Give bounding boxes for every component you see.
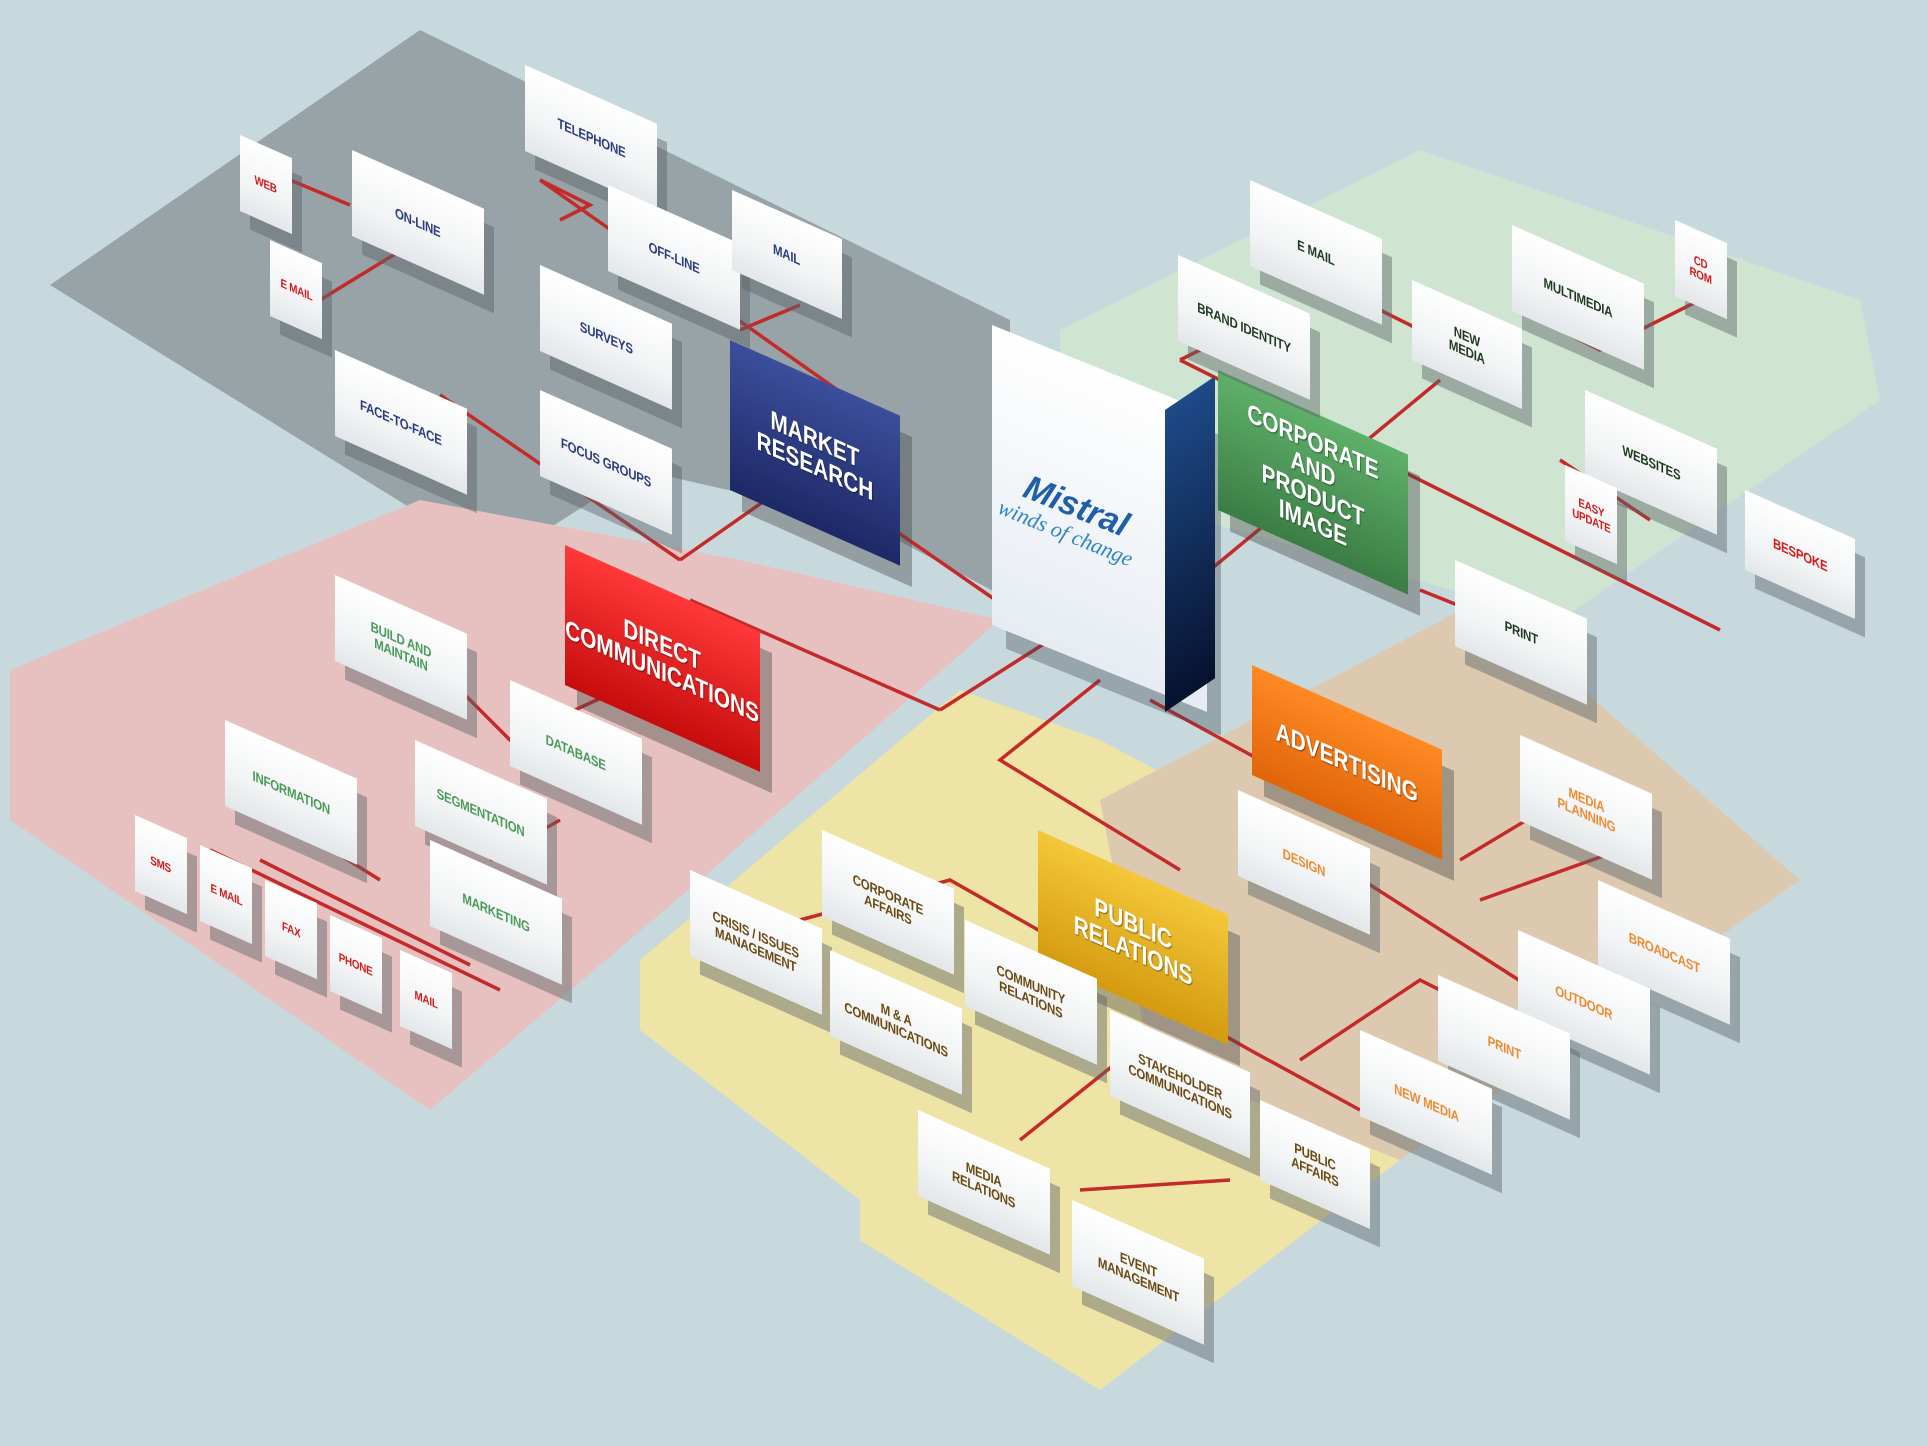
connector-ad-broadcast — [1479, 848, 1621, 902]
connector-mr-telephone — [539, 178, 594, 222]
card-label: ON-LINE — [395, 203, 441, 241]
card-label: INFORMATION — [252, 766, 330, 818]
card-label: EVENT MANAGEMENT — [1097, 1248, 1179, 1306]
connector-pr-stake — [1018, 1058, 1122, 1142]
card-label: CD ROM — [1689, 252, 1713, 288]
card-label: MULTIMEDIA — [1543, 273, 1613, 321]
card-label: WEBSITES — [1622, 440, 1680, 483]
card-label: BROADCAST — [1628, 928, 1700, 976]
card-label: MEDIA PLANNING — [1557, 783, 1615, 836]
card-label: PUBLIC AFFAIRS — [1291, 1139, 1339, 1191]
card-label: NEW MEDIA — [1393, 1079, 1459, 1125]
connector-dc-hub — [939, 638, 1051, 712]
card-label: MARKETING — [462, 888, 530, 935]
card-label: CRISIS / ISSUES MANAGEMENT — [712, 907, 800, 976]
advertising-title: ADVERTISING — [1275, 715, 1419, 809]
connector-cp-brand — [1179, 348, 1201, 362]
card-label: DATABASE — [545, 730, 607, 774]
mistral-hub-side — [1165, 376, 1215, 712]
card-label: MEDIA RELATIONS — [952, 1158, 1016, 1212]
card-label: OFF-LINE — [648, 237, 700, 277]
card-label: CORPORATE AFFAIRS — [852, 870, 924, 928]
card-label: OUTDOOR — [1555, 981, 1613, 1023]
card-label: SURVEYS — [579, 317, 633, 357]
card-label: COMMUNITY RELATIONS — [996, 961, 1066, 1022]
card-label: M & A COMMUNICATIONS — [844, 998, 948, 1061]
connector-pr-event — [1079, 1178, 1231, 1192]
card-label: BESPOKE — [1772, 533, 1828, 575]
card-label: WEB — [254, 172, 278, 197]
card-label: BUILD AND MAINTAIN — [370, 617, 432, 675]
card-label: STAKEHOLDER COMMUNICATIONS — [1128, 1049, 1232, 1123]
connector-pr-public — [1249, 1048, 1361, 1112]
card-label: MAIL — [414, 986, 438, 1012]
card-label: TELEPHONE — [557, 113, 625, 161]
card-label: DESIGN — [1282, 844, 1326, 880]
card-label: PHONE — [339, 949, 373, 979]
card-label: SMS — [150, 852, 172, 876]
card-label: EASY UPDATE — [1571, 494, 1611, 537]
card-label: PRINT — [1487, 1031, 1521, 1063]
connector-ad-hub — [1149, 698, 1261, 762]
connector-mr-web — [289, 178, 351, 207]
card-label: BRAND IDENTITY — [1197, 298, 1291, 356]
connector-dc-bus — [209, 848, 501, 992]
card-label: FACE-TO-FACE — [360, 395, 442, 449]
connector-mr-hub — [879, 518, 1011, 612]
card-label: E MAIL — [1297, 235, 1335, 269]
card-label: MAIL — [773, 239, 801, 269]
card-label: NEW MEDIA — [1449, 322, 1485, 368]
connector-dc-bus2 — [259, 858, 471, 967]
card-label: FOCUS GROUPS — [560, 433, 652, 490]
card-label: FAX — [281, 917, 301, 941]
market-research-title: MARKET RESEARCH — [756, 404, 874, 507]
card-label: E MAIL — [210, 879, 242, 909]
public-relations-title: PUBLIC RELATIONS — [1073, 891, 1193, 992]
connector-mr-mail — [739, 303, 801, 332]
card-label: PRINT — [1504, 616, 1538, 648]
connector-pr-hub — [996, 678, 1181, 872]
card-label: SEGMENTATION — [437, 784, 525, 840]
card-label: E MAIL — [280, 274, 312, 304]
